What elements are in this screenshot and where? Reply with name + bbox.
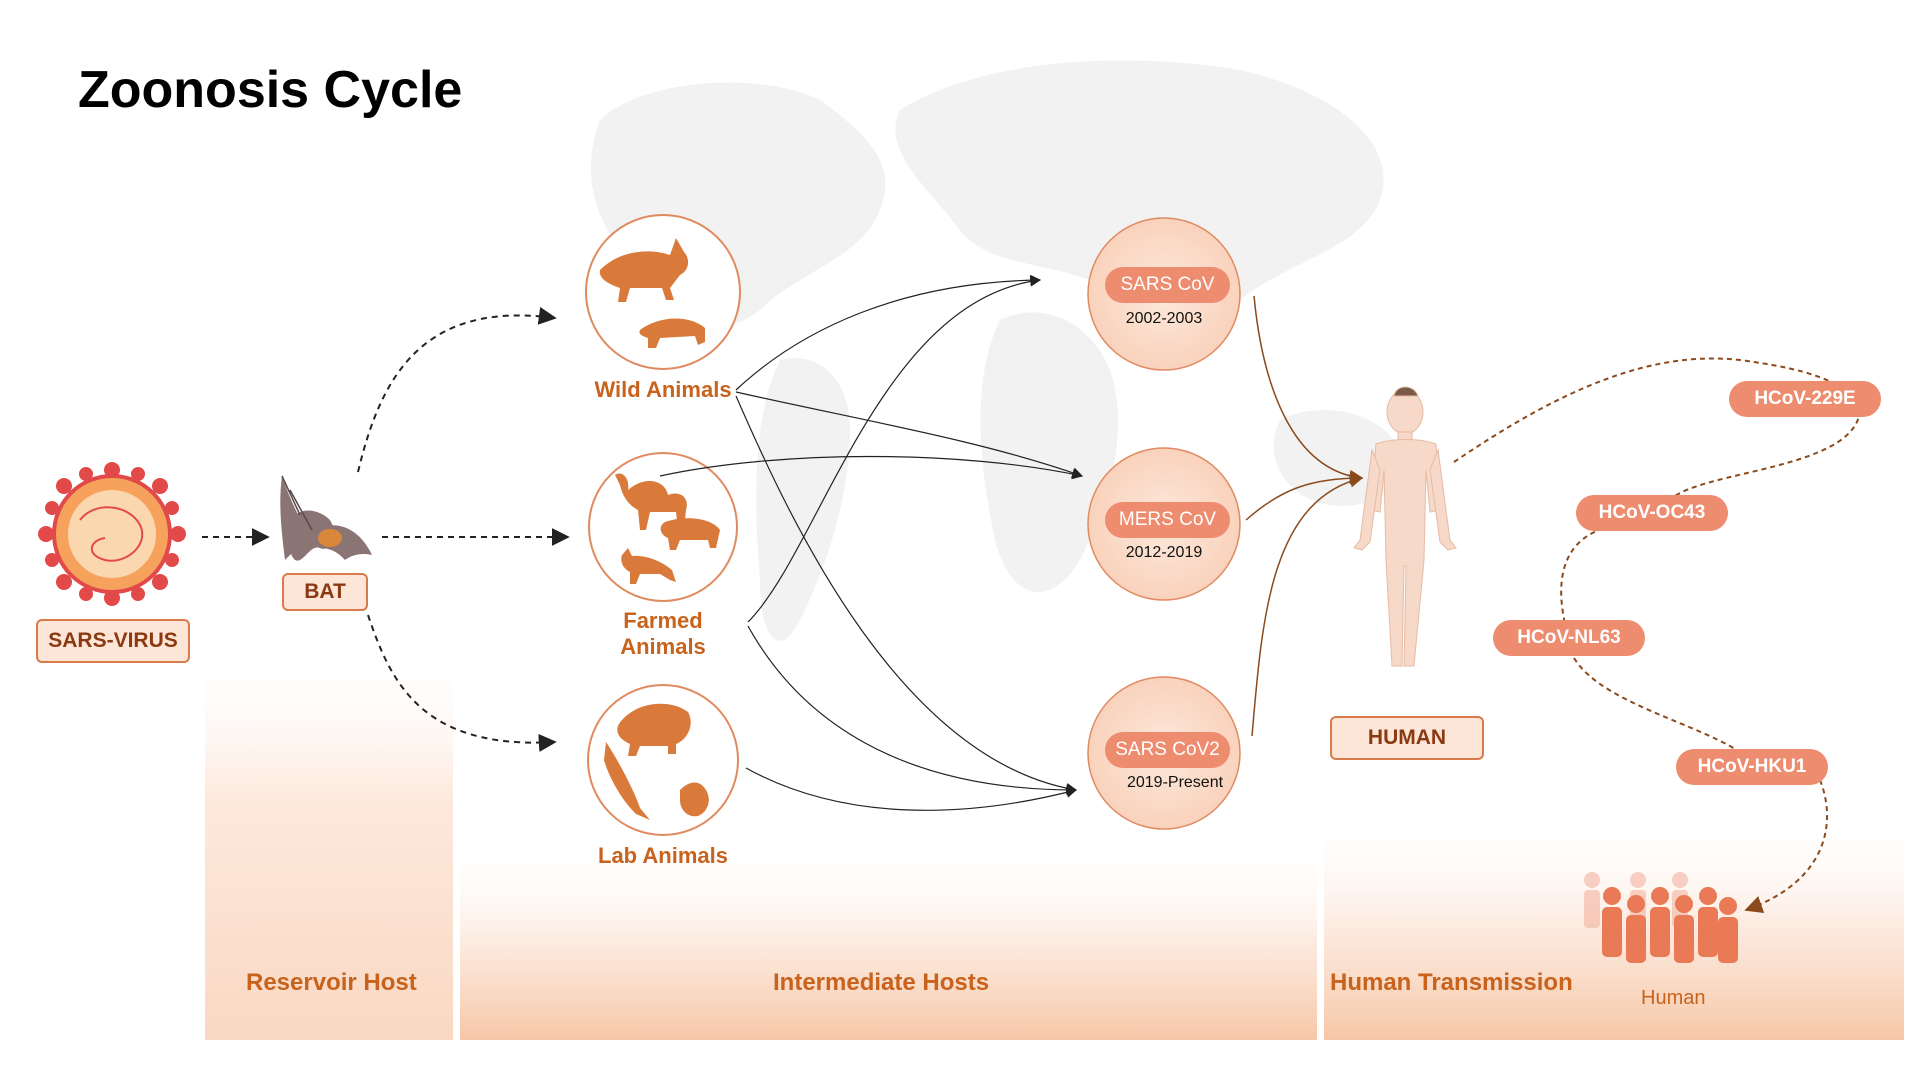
raccoon-dog-icon <box>639 318 705 348</box>
sars-virus-tag: SARS-VIRUS <box>36 619 190 663</box>
fly-icon <box>670 780 716 817</box>
wild-animals-label: Wild Animals <box>594 377 732 402</box>
virus-icon <box>38 462 186 606</box>
human-crowd-icon <box>1584 872 1738 963</box>
bat-tag: BAT <box>282 573 368 611</box>
diagram-title: Zoonosis Cycle <box>78 61 463 119</box>
mouse-icon <box>617 703 691 756</box>
hcov-hku1-pill: HCoV-HKU1 <box>1676 749 1828 785</box>
hcov-nl63-pill: HCoV-NL63 <box>1493 620 1645 656</box>
hcov-chain-arrows <box>1453 357 1861 914</box>
sars-cov-pill: SARS CoV <box>1105 267 1230 303</box>
cat-icon <box>621 548 676 584</box>
reservoir-panel <box>205 640 453 1040</box>
outbreak-to-human-arrows <box>1245 295 1364 737</box>
host-to-outbreak-arrows <box>659 274 1084 811</box>
bat-icon <box>280 475 372 561</box>
wild-animals-circle <box>585 214 741 370</box>
lab-animals-label: Lab Animals <box>598 843 728 868</box>
hcov-oc43-pill: HCoV-OC43 <box>1576 495 1728 531</box>
fox-icon <box>599 238 689 302</box>
mers-cov-years: 2012-2019 <box>1125 544 1203 561</box>
intermediate-panel <box>460 840 1317 1040</box>
sars-cov-years: 2002-2003 <box>1125 310 1203 327</box>
reservoir-arrows <box>202 306 570 752</box>
sars-cov2-years: 2019-Present <box>1126 774 1224 791</box>
hcov-229e-pill: HCoV-229E <box>1729 381 1881 417</box>
crowd-label: Human <box>1641 987 1706 1009</box>
camel-icon <box>615 473 687 530</box>
reservoir-host-label: Reservoir Host <box>246 969 417 996</box>
sars-cov2-pill: SARS CoV2 <box>1105 732 1230 768</box>
intermediate-hosts-label: Intermediate Hosts <box>773 969 990 996</box>
mers-cov-pill: MERS CoV <box>1105 502 1230 538</box>
human-transmission-label: Human Transmission <box>1330 969 1573 996</box>
human-tag: HUMAN <box>1330 716 1484 760</box>
pig-icon <box>660 518 720 550</box>
farmed-animals-label: Farmed Animals <box>620 608 706 659</box>
human-body-icon <box>1353 386 1457 667</box>
fish-icon <box>604 742 650 820</box>
